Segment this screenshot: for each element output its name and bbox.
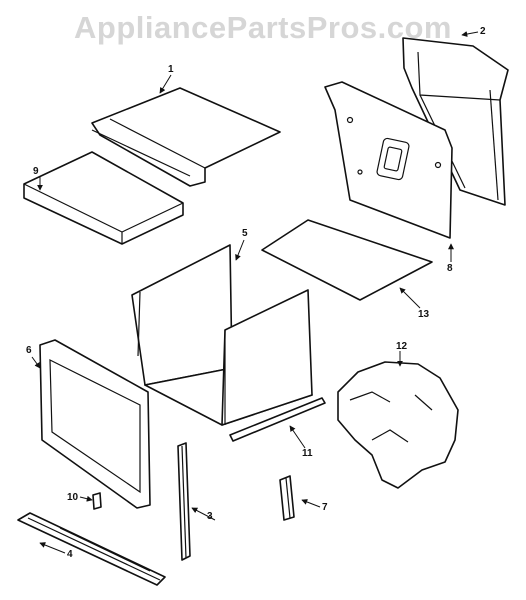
callout-6: 6 [26,345,32,356]
part-2-rear-panel [402,37,509,206]
part-8-back-wall [324,81,453,239]
callout-1: 1 [168,64,174,75]
callout-8: 8 [447,263,453,274]
callout-leaders [31,31,479,554]
part-3-vertical-channel [177,442,191,561]
part-5-oven-liner [131,244,313,426]
part-6-door-frame [39,339,151,509]
callout-11: 11 [302,448,313,459]
part-4-bottom-rail [17,512,166,586]
callout-2: 2 [480,26,486,37]
callout-3: 3 [207,511,213,522]
callout-5: 5 [242,228,248,239]
callout-13: 13 [418,309,430,320]
callout-12: 12 [396,341,408,352]
part-1-top-cover [91,87,281,187]
part-12-insulation-blanket [337,361,459,489]
callout-4: 4 [67,549,73,560]
part-10-clip [92,492,102,510]
watermark-text: AppliancePartsPros.com [74,10,452,45]
callout-10: 10 [67,492,79,503]
part-7-bracket [279,475,295,521]
callout-7: 7 [322,502,328,513]
callout-9: 9 [33,166,39,177]
part-11-trim-strip [229,397,326,442]
part-13-insulation-sheet [261,219,433,301]
part-9-insulation-pad [23,151,184,245]
